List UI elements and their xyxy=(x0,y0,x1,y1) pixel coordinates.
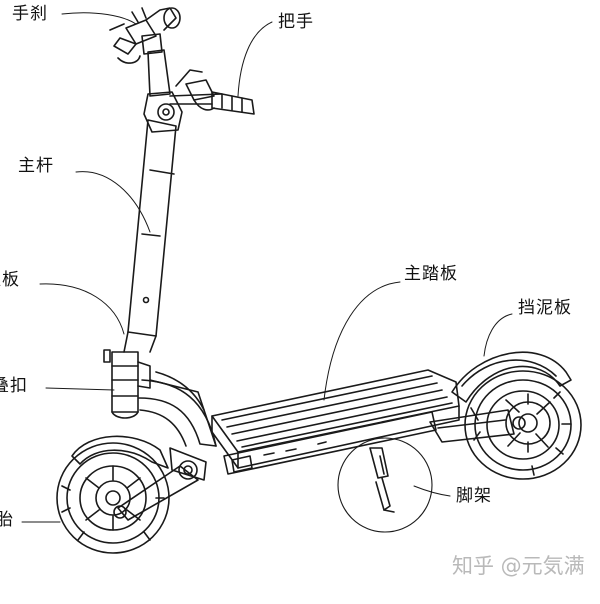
folding-clasp xyxy=(103,349,151,419)
neck xyxy=(138,371,217,447)
front-fender xyxy=(71,435,169,469)
watermark: 知乎 @元気满 xyxy=(452,554,585,578)
kickstand xyxy=(369,447,395,513)
label-fold-clasp: 叠扣 xyxy=(0,376,28,396)
handlebar xyxy=(169,69,255,115)
label-handlebar: 把手 xyxy=(278,12,314,32)
front-swing-arm xyxy=(113,447,207,521)
leader-hand-brake xyxy=(61,12,137,25)
kickstand-detail-circle xyxy=(337,437,433,533)
label-tire: 胎 xyxy=(0,510,14,530)
rear-fender xyxy=(451,351,572,403)
leader-main-pole xyxy=(75,171,151,233)
label-cover-plate: 盖板 xyxy=(0,270,20,290)
label-main-deck: 主踏板 xyxy=(404,264,458,284)
label-kickstand: 脚架 xyxy=(456,486,492,506)
leader-fold-clasp xyxy=(45,387,115,391)
label-hand-brake: 手刹 xyxy=(12,4,48,24)
main-deck xyxy=(211,369,460,475)
front-wheel xyxy=(56,442,170,554)
label-main-pole: 主杆 xyxy=(18,156,54,176)
rear-swing-arm xyxy=(429,409,526,443)
label-fender: 挡泥板 xyxy=(518,298,572,318)
leader-kickstand xyxy=(413,485,451,497)
main-pole xyxy=(123,119,177,353)
leader-handlebar xyxy=(237,21,273,97)
hand-brake xyxy=(109,7,181,64)
leader-main-deck xyxy=(323,281,401,401)
rear-wheel xyxy=(464,370,582,480)
leader-lines xyxy=(21,12,513,523)
stem-clamp xyxy=(141,33,183,133)
leader-fender xyxy=(483,313,513,357)
leader-cover-plate xyxy=(39,283,125,335)
